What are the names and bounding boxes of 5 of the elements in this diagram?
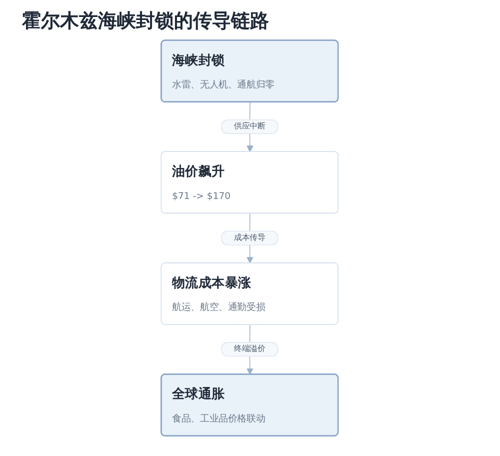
process-box: 油价飙升 $71 -> $170 xyxy=(161,151,339,214)
process-box: 物流成本暴涨 航运、航空、通勤受损 xyxy=(161,262,339,325)
process-box: 全球通胀 食品、工业品价格联动 xyxy=(161,374,339,436)
diagram-title: 霍尔木兹海峡封锁的传导链路 xyxy=(21,9,269,34)
process-box: 海峡封锁 水雷、无人机、通航归零 xyxy=(161,40,339,102)
